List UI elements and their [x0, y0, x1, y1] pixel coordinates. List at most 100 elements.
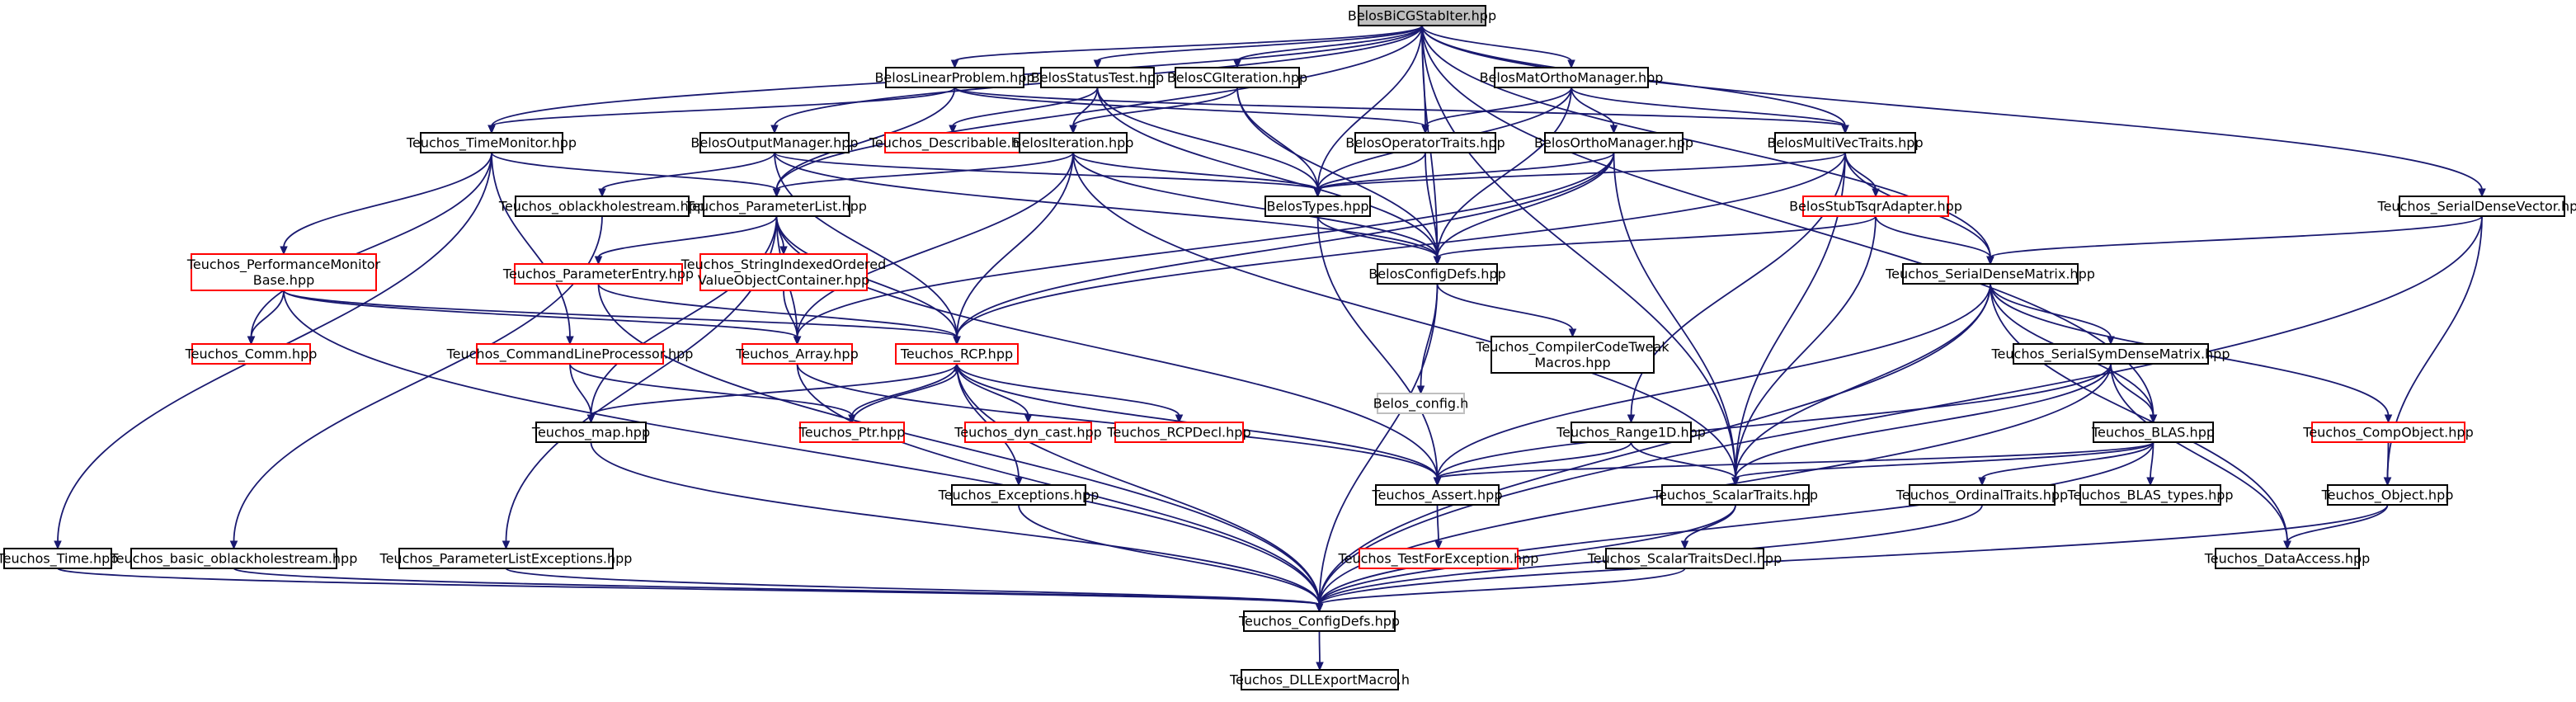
node-belosmultivectraits-hpp[interactable]: BelosMultiVecTraits.hpp [1767, 132, 1924, 153]
node-teuchos-parameterlist-hpp[interactable]: Teuchos_ParameterList.hpp [685, 196, 867, 217]
node-teuchos-map-hpp[interactable]: Teuchos_map.hpp [531, 422, 650, 443]
node-teuchos-ordinaltraits-hpp[interactable]: Teuchos_OrdinalTraits.hpp [1896, 484, 2068, 506]
node-box[interactable] [1264, 196, 1371, 217]
node-box[interactable] [1377, 263, 1498, 285]
node-belosbicgstabiter-hpp[interactable]: BelosBiCGStabIter.hpp [1348, 5, 1496, 26]
node-box[interactable] [514, 263, 683, 285]
node-box[interactable] [535, 422, 647, 443]
node-teuchos-stringindexedordered-valueobjectcontainer-hpp[interactable]: Teuchos_StringIndexedOrderedValueObjectC… [680, 253, 887, 291]
node-belostypes-hpp[interactable]: BelosTypes.hpp [1264, 196, 1371, 217]
node-box[interactable] [191, 343, 311, 365]
node-box[interactable] [1491, 336, 1655, 374]
node-box[interactable] [799, 422, 905, 443]
node-box[interactable] [1774, 132, 1916, 153]
node-box[interactable] [2215, 548, 2360, 569]
node-teuchos-serialdensematrix-hpp[interactable]: Teuchos_SerialDenseMatrix.hpp [1885, 263, 2095, 285]
node-box[interactable] [515, 196, 690, 217]
node-box[interactable] [1909, 484, 2056, 506]
node-box[interactable] [1241, 669, 1399, 690]
node-box[interactable] [699, 132, 850, 153]
node-teuchos-oblackholestream-hpp[interactable]: Teuchos_oblackholestream.hpp [498, 196, 705, 217]
node-box[interactable] [2079, 484, 2221, 506]
node-teuchos-rcp-hpp[interactable]: Teuchos_RCP.hpp [895, 343, 1019, 365]
node-teuchos-blas-hpp[interactable]: Teuchos_BLAS.hpp [2091, 422, 2215, 443]
node-box[interactable] [742, 343, 853, 365]
node-box[interactable] [1544, 132, 1684, 153]
node-box[interactable] [1571, 422, 1692, 443]
node-teuchos-blas-types-hpp[interactable]: Teuchos_BLAS_types.hpp [2066, 484, 2234, 506]
node-beloslinearproblem-hpp[interactable]: BelosLinearProblem.hpp [874, 67, 1035, 88]
node-teuchos-range1d-hpp[interactable]: Teuchos_Range1D.hpp [1556, 422, 1706, 443]
node-teuchos-commandlineprocessor-hpp[interactable]: Teuchos_CommandLineProcessor.hpp [446, 343, 694, 365]
node-belosstatustest-hpp[interactable]: BelosStatusTest.hpp [1031, 67, 1164, 88]
node-box[interactable] [2399, 196, 2565, 217]
node-teuchos-dllexportmacro-h[interactable]: Teuchos_DLLExportMacro.h [1229, 669, 1410, 690]
node-box[interactable] [2093, 422, 2214, 443]
node-teuchos-dataaccess-hpp[interactable]: Teuchos_DataAccess.hpp [2204, 548, 2371, 569]
node-box[interactable] [1377, 393, 1465, 414]
node-box[interactable] [1375, 484, 1500, 506]
node-box[interactable] [699, 253, 868, 291]
node-box[interactable] [1661, 484, 1810, 506]
node-box[interactable] [3, 548, 112, 569]
node-box[interactable] [1358, 5, 1486, 26]
node-belosoperatortraits-hpp[interactable]: BelosOperatorTraits.hpp [1345, 132, 1505, 153]
node-teuchos-serialdensevector-hpp[interactable]: Teuchos_SerialDenseVector.hpp [2377, 196, 2576, 217]
node-box[interactable] [191, 253, 377, 291]
node-box[interactable] [1802, 196, 1949, 217]
node-beloscgiteration-hpp[interactable]: BelosCGIteration.hpp [1167, 67, 1307, 88]
node-box[interactable] [885, 67, 1024, 88]
node-teuchos-exceptions-hpp[interactable]: Teuchos_Exceptions.hpp [938, 484, 1100, 506]
node-teuchos-time-hpp[interactable]: Teuchos_Time.hpp [0, 548, 118, 569]
node-teuchos-parameterlistexceptions-hpp[interactable]: Teuchos_ParameterListExceptions.hpp [379, 548, 633, 569]
node-box[interactable] [884, 132, 1021, 153]
node-box[interactable] [2327, 484, 2448, 506]
node-belosorthomanager-hpp[interactable]: BelosOrthoManager.hpp [1534, 132, 1693, 153]
node-teuchos-rcpdecl-hpp[interactable]: Teuchos_RCPDecl.hpp [1106, 422, 1251, 443]
node-box[interactable] [398, 548, 614, 569]
node-box[interactable] [1175, 67, 1300, 88]
node-belosmatorthomanager-hpp[interactable]: BelosMatOrthoManager.hpp [1480, 67, 1664, 88]
node-box[interactable] [951, 484, 1086, 506]
node-teuchos-dyn-cast-hpp[interactable]: Teuchos_dyn_cast.hpp [954, 422, 1102, 443]
node-teuchos-configdefs-hpp[interactable]: Teuchos_ConfigDefs.hpp [1238, 610, 1400, 632]
node-box[interactable] [964, 422, 1092, 443]
node-teuchos-ptr-hpp[interactable]: Teuchos_Ptr.hpp [798, 422, 906, 443]
node-belosconfigdefs-hpp[interactable]: BelosConfigDefs.hpp [1368, 263, 1506, 285]
node-teuchos-parameterentry-hpp[interactable]: Teuchos_ParameterEntry.hpp [502, 263, 694, 285]
node-box[interactable] [2013, 343, 2209, 365]
node-teuchos-array-hpp[interactable]: Teuchos_Array.hpp [735, 343, 859, 365]
node-box[interactable] [2311, 422, 2465, 443]
node-box[interactable] [1354, 132, 1496, 153]
node-teuchos-testforexception-hpp[interactable]: Teuchos_TestForException.hpp [1338, 548, 1539, 569]
node-teuchos-basic-oblackholestream-hpp[interactable]: Teuchos_basic_oblackholestream.hpp [110, 548, 358, 569]
node-box[interactable] [1494, 67, 1649, 88]
node-box[interactable] [420, 132, 563, 153]
node-box[interactable] [1605, 548, 1764, 569]
node-box[interactable] [1040, 67, 1155, 88]
node-box[interactable] [1243, 610, 1396, 632]
node-teuchos-scalartraitsdecl-hpp[interactable]: Teuchos_ScalarTraitsDecl.hpp [1587, 548, 1782, 569]
node-teuchos-assert-hpp[interactable]: Teuchos_Assert.hpp [1372, 484, 1503, 506]
node-teuchos-compobject-hpp[interactable]: Teuchos_CompObject.hpp [2302, 422, 2474, 443]
node-box[interactable] [476, 343, 664, 365]
node-teuchos-scalartraits-hpp[interactable]: Teuchos_ScalarTraits.hpp [1652, 484, 1818, 506]
node-belositeration-hpp[interactable]: BelosIteration.hpp [1013, 132, 1134, 153]
node-box[interactable] [895, 343, 1019, 365]
node-box[interactable] [1359, 548, 1519, 569]
node-teuchos-comm-hpp[interactable]: Teuchos_Comm.hpp [185, 343, 318, 365]
node-teuchos-timemonitor-hpp[interactable]: Teuchos_TimeMonitor.hpp [406, 132, 577, 153]
node-box[interactable] [130, 548, 337, 569]
node-teuchos-object-hpp[interactable]: Teuchos_Object.hpp [2321, 484, 2454, 506]
node-teuchos-describable-hpp[interactable]: Teuchos_Describable.hpp [869, 132, 1036, 153]
node-belos-config-h[interactable]: Belos_config.h [1373, 393, 1469, 414]
node-box[interactable] [703, 196, 850, 217]
node-box[interactable] [1114, 422, 1244, 443]
node-box[interactable] [1019, 132, 1128, 153]
node-belosstubtsqradapter-hpp[interactable]: BelosStubTsqrAdapter.hpp [1789, 196, 1962, 217]
node-belosoutputmanager-hpp[interactable]: BelosOutputManager.hpp [690, 132, 859, 153]
node-box[interactable] [1902, 263, 2079, 285]
node-teuchos-serialsymdensematrix-hpp[interactable]: Teuchos_SerialSymDenseMatrix.hpp [1991, 343, 2230, 365]
